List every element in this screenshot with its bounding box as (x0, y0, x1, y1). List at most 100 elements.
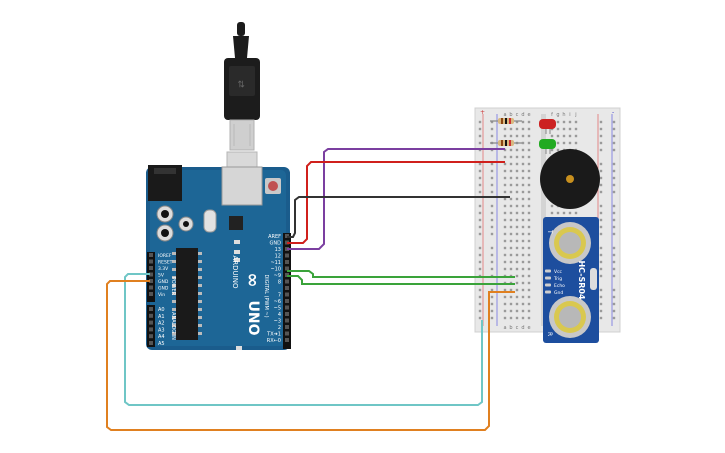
breadboard-rail-hole[interactable] (612, 169, 616, 173)
breadboard-hole[interactable] (515, 120, 519, 124)
breadboard-hole[interactable] (527, 295, 531, 299)
breadboard-hole[interactable] (568, 134, 572, 138)
breadboard-hole[interactable] (515, 134, 519, 138)
breadboard-hole[interactable] (509, 288, 513, 292)
breadboard-hole[interactable] (521, 274, 525, 278)
breadboard-hole[interactable] (515, 183, 519, 187)
power-pin[interactable] (149, 272, 153, 277)
breadboard-hole[interactable] (509, 260, 513, 264)
breadboard-rail-hole[interactable] (478, 176, 482, 180)
breadboard-hole[interactable] (521, 141, 525, 145)
breadboard-hole[interactable] (515, 211, 519, 215)
breadboard-hole[interactable] (527, 141, 531, 145)
digital-pin[interactable] (285, 325, 289, 329)
breadboard-hole[interactable] (521, 288, 525, 292)
sensor-pin[interactable] (545, 290, 551, 294)
sensor-pin[interactable] (545, 283, 551, 287)
breadboard-hole[interactable] (527, 246, 531, 250)
breadboard-rail-hole[interactable] (490, 183, 494, 187)
breadboard-hole[interactable] (503, 204, 507, 208)
breadboard-rail-hole[interactable] (612, 127, 616, 131)
breadboard-rail-hole[interactable] (478, 253, 482, 257)
breadboard-hole[interactable] (515, 274, 519, 278)
breadboard-rail-hole[interactable] (478, 134, 482, 138)
breadboard-hole[interactable] (509, 190, 513, 194)
breadboard-hole[interactable] (509, 316, 513, 320)
breadboard-hole[interactable] (527, 204, 531, 208)
breadboard-rail-hole[interactable] (478, 309, 482, 313)
breadboard-hole[interactable] (509, 267, 513, 271)
breadboard-hole[interactable] (503, 197, 507, 201)
breadboard-rail-hole[interactable] (490, 302, 494, 306)
breadboard-hole[interactable] (556, 134, 560, 138)
breadboard-rail-hole[interactable] (599, 218, 603, 222)
breadboard-hole[interactable] (515, 302, 519, 306)
breadboard-rail-hole[interactable] (612, 316, 616, 320)
breadboard-rail-hole[interactable] (612, 232, 616, 236)
breadboard-hole[interactable] (515, 267, 519, 271)
breadboard-hole[interactable] (503, 225, 507, 229)
breadboard-hole[interactable] (527, 225, 531, 229)
breadboard-hole[interactable] (515, 232, 519, 236)
breadboard-rail-hole[interactable] (490, 288, 494, 292)
breadboard-hole[interactable] (509, 253, 513, 257)
breadboard-hole[interactable] (521, 197, 525, 201)
breadboard-rail-hole[interactable] (612, 295, 616, 299)
breadboard-hole[interactable] (521, 127, 525, 131)
breadboard-hole[interactable] (515, 204, 519, 208)
breadboard-rail-hole[interactable] (478, 295, 482, 299)
breadboard-rail-hole[interactable] (612, 148, 616, 152)
breadboard-rail-hole[interactable] (478, 260, 482, 264)
breadboard-rail-hole[interactable] (490, 190, 494, 194)
breadboard-rail-hole[interactable] (478, 162, 482, 166)
breadboard-hole[interactable] (509, 183, 513, 187)
breadboard-hole[interactable] (509, 155, 513, 159)
breadboard-rail-hole[interactable] (599, 316, 603, 320)
breadboard-hole[interactable] (521, 295, 525, 299)
breadboard-rail-hole[interactable] (599, 176, 603, 180)
breadboard-hole[interactable] (527, 127, 531, 131)
breadboard-rail-hole[interactable] (478, 141, 482, 145)
breadboard-rail-hole[interactable] (599, 190, 603, 194)
breadboard-rail-hole[interactable] (612, 162, 616, 166)
breadboard-rail-hole[interactable] (478, 127, 482, 131)
breadboard-rail-hole[interactable] (612, 120, 616, 124)
breadboard-hole[interactable] (521, 309, 525, 313)
breadboard-hole[interactable] (562, 141, 566, 145)
breadboard-hole[interactable] (509, 176, 513, 180)
breadboard-hole[interactable] (509, 211, 513, 215)
breadboard-hole[interactable] (509, 246, 513, 250)
breadboard-hole[interactable] (515, 155, 519, 159)
breadboard-hole[interactable] (503, 239, 507, 243)
breadboard-rail-hole[interactable] (478, 190, 482, 194)
power-pin[interactable] (149, 266, 153, 270)
breadboard-hole[interactable] (515, 162, 519, 166)
digital-pin[interactable] (285, 286, 289, 290)
breadboard-rail-hole[interactable] (478, 232, 482, 236)
breadboard-rail-hole[interactable] (490, 211, 494, 215)
wire-green-lower[interactable] (287, 275, 515, 285)
breadboard-hole[interactable] (509, 148, 513, 152)
breadboard-hole[interactable] (509, 225, 513, 229)
breadboard-rail-hole[interactable] (490, 316, 494, 320)
breadboard-hole[interactable] (568, 141, 572, 145)
breadboard-hole[interactable] (515, 169, 519, 173)
breadboard-hole[interactable] (574, 134, 578, 138)
breadboard-hole[interactable] (515, 281, 519, 285)
digital-pin[interactable] (285, 279, 289, 284)
sensor-pin[interactable] (545, 269, 551, 273)
breadboard-rail-hole[interactable] (599, 288, 603, 292)
breadboard-rail-hole[interactable] (612, 309, 616, 313)
breadboard-hole[interactable] (515, 253, 519, 257)
breadboard-hole[interactable] (521, 148, 525, 152)
breadboard-hole[interactable] (527, 162, 531, 166)
breadboard-rail-hole[interactable] (612, 274, 616, 278)
wire-purple[interactable] (287, 148, 505, 250)
breadboard-hole[interactable] (503, 295, 507, 299)
analog-pin[interactable] (149, 334, 153, 339)
breadboard-hole[interactable] (550, 134, 554, 138)
breadboard-rail-hole[interactable] (612, 260, 616, 264)
breadboard-hole[interactable] (503, 246, 507, 250)
breadboard-hole[interactable] (521, 183, 525, 187)
breadboard-hole[interactable] (527, 190, 531, 194)
